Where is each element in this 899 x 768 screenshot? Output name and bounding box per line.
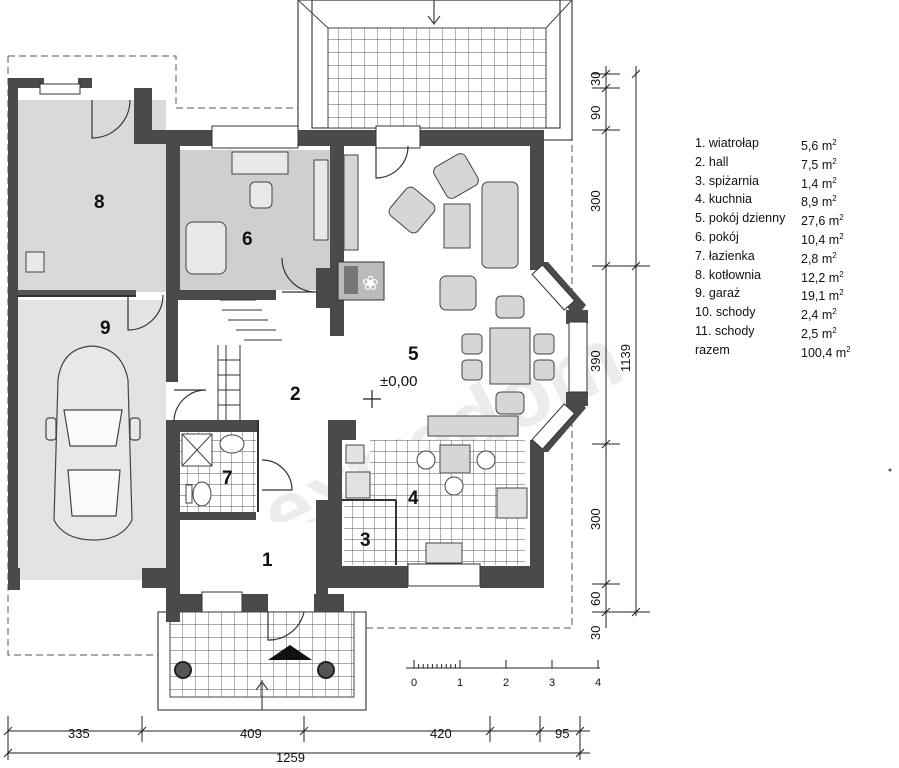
room-numbers: 8 6 9 5 2 7 4 3 1: [94, 192, 419, 571]
room-number-1: 1: [262, 550, 273, 571]
room-6-furniture: [185, 151, 329, 275]
car-icon: [45, 345, 141, 541]
legend-room-name: 2. hall: [695, 154, 729, 169]
legend-row: 7. łazienka 2,8 m2: [695, 247, 875, 266]
legend-room-name: 5. pokój dzienny: [695, 211, 786, 226]
legend-room-area: 19,1 m2: [801, 288, 844, 304]
inner-walls: [18, 295, 397, 565]
legend-total-label: razem: [695, 342, 730, 357]
legend-room-area: 1,4 m2: [801, 175, 837, 191]
room-area-legend: 1. wiatrołap 5,6 m2 2. hall 7,5 m2 3. spiż…: [695, 134, 875, 360]
legend-row: 5. pokój dzienny 27,6 m2: [695, 209, 875, 228]
room-number-5: 5: [408, 344, 419, 365]
scale-bar: [406, 660, 600, 669]
entrance-terrace: [157, 611, 367, 711]
right-dim-total: 1139: [618, 344, 633, 372]
bottom-dimension-labels: 335 409 420 95 1259: [68, 726, 569, 765]
legend-row: 2. hall 7,5 m2: [695, 153, 875, 172]
scale-label-1: 1: [457, 677, 463, 689]
scale-label-4: 4: [595, 677, 601, 689]
room-number-6: 6: [242, 229, 253, 250]
boiler-icon: [25, 251, 45, 273]
dot-marker: [888, 468, 892, 472]
terrace-top: [297, 0, 573, 141]
legend-room-name: 7. łazienka: [695, 248, 755, 263]
level-mark-text: ±0,00: [380, 373, 417, 390]
room-number-7: 7: [222, 468, 233, 489]
walls: [8, 78, 588, 622]
legend-room-name: 1. wiatrołap: [695, 136, 759, 150]
legend-room-area: 10,4 m2: [801, 231, 844, 248]
legend-room-area: 12,2 m2: [801, 269, 844, 285]
legend-row: 6. pokój 10,4 m2: [695, 228, 875, 247]
right-dim-90: 90: [588, 106, 603, 120]
right-dim-300-bottom: 300: [588, 508, 603, 530]
room-number-2: 2: [290, 384, 301, 405]
living-room-furniture: [343, 153, 555, 437]
legend-room-area: 5,6 m2: [801, 138, 837, 154]
scale-label-0: 0: [411, 677, 417, 689]
scale-label-2: 2: [503, 677, 509, 689]
right-dim-30-top: 30: [588, 72, 603, 86]
doors: [91, 99, 409, 641]
room-number-9: 9: [100, 318, 111, 339]
legend-room-area: 27,6 m2: [801, 213, 844, 229]
bottom-dim-409: 409: [240, 726, 262, 741]
bathroom-fixtures: [181, 433, 245, 507]
level-mark-cross: [363, 390, 381, 408]
legend-row: 10. schody 2,4 m2: [695, 303, 875, 322]
fireplace-icon: ❀: [337, 261, 385, 301]
scale-bar-labels: 0 1 2 3 4: [411, 677, 601, 689]
bottom-dim-95: 95: [555, 726, 569, 741]
legend-room-name: 9. garaż: [695, 286, 741, 301]
stairs: [217, 299, 282, 420]
legend-room-name: 3. spiżarnia: [695, 173, 759, 188]
right-dim-390: 390: [588, 350, 603, 372]
bottom-dimension-lines: [3, 716, 590, 760]
legend-room-name: 10. schody: [695, 305, 756, 320]
legend-room-name: 4. kuchnia: [695, 192, 752, 207]
kitchen-furniture: [345, 444, 528, 564]
legend-room-area: 2,8 m2: [801, 250, 837, 266]
right-dim-300-top: 300: [588, 190, 603, 212]
room-number-3: 3: [360, 530, 371, 551]
legend-room-area: 2,4 m2: [801, 307, 837, 323]
svg-text:❀: ❀: [362, 271, 379, 295]
pantry-floor: [344, 500, 396, 565]
legend-room-area: 2,5 m2: [801, 325, 837, 342]
legend-room-name: 8. kotłownia: [695, 267, 762, 282]
legend-total-area: 100,4 m2: [801, 344, 851, 360]
legend-room-area: 8,9 m2: [801, 194, 837, 210]
bottom-dim-total: 1259: [276, 750, 305, 765]
right-dimension-labels: 30 90 300 390 300 60 30 1139: [588, 72, 633, 640]
legend-row: 9. garaż 19,1 m2: [695, 284, 875, 303]
windows: [39, 83, 588, 613]
room-number-8: 8: [94, 192, 105, 213]
legend-row: 4. kuchnia 8,9 m2: [695, 190, 875, 209]
legend-room-name: 11. schody: [695, 323, 755, 338]
bottom-dim-335: 335: [68, 726, 90, 741]
legend-row: 3. spiżarnia 1,4 m2: [695, 172, 875, 191]
room-number-4: 4: [408, 488, 419, 509]
right-dim-30-bottom: 30: [588, 626, 603, 640]
right-dim-60: 60: [588, 592, 603, 606]
legend-room-name: 6. pokój: [695, 229, 739, 244]
scale-label-3: 3: [549, 677, 555, 689]
legend-row: 11. schody 2,5 m2: [695, 322, 875, 341]
bottom-dim-420: 420: [430, 726, 452, 741]
legend-row: 8. kotłownia 12,2 m2: [695, 266, 875, 285]
room-1-floor: [180, 522, 328, 600]
right-dimension-lines: [592, 66, 650, 628]
legend-room-area: 7,5 m2: [801, 156, 837, 172]
legend-total-row: razem 100,4 m2: [695, 341, 875, 360]
legend-row: 1. wiatrołap 5,6 m2: [695, 134, 875, 153]
